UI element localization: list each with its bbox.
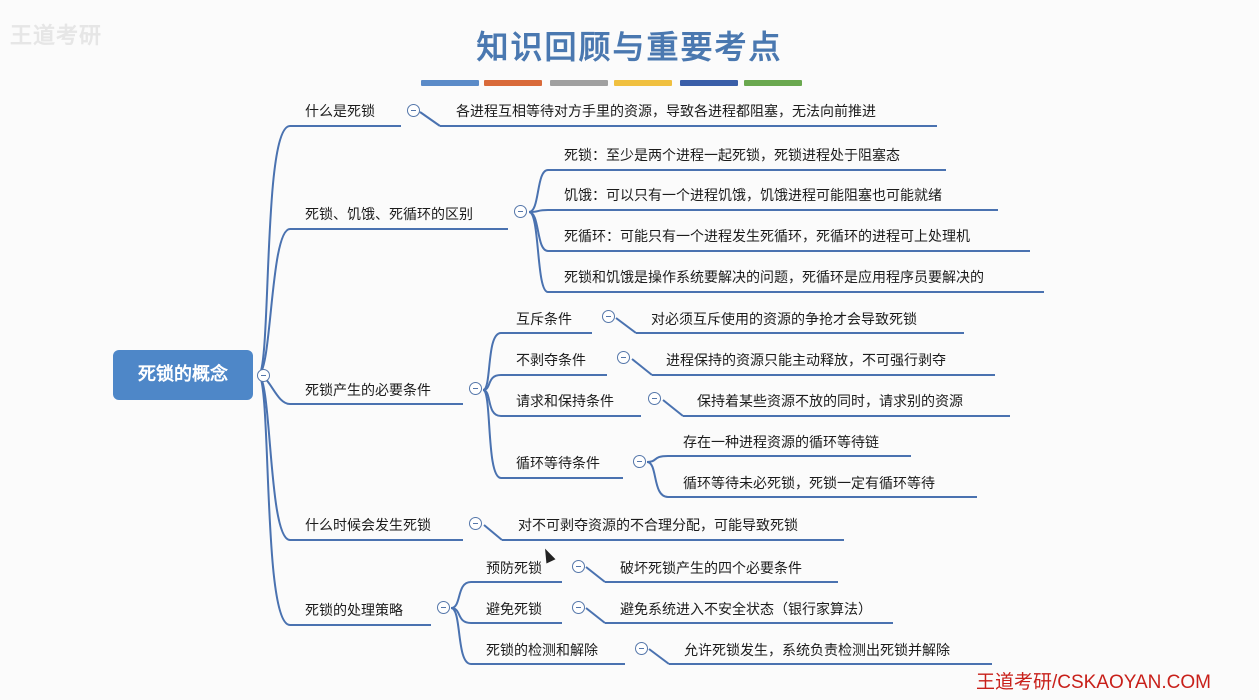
node-when-deadlock-desc[interactable]: 对不可剥夺资源的不合理分配，可能导致死锁 [518,518,798,534]
color-bar [550,80,608,86]
node-detection-recovery[interactable]: 死锁的检测和解除 [486,643,598,659]
node-avoidance-desc[interactable]: 避免系统进入不安全状态（银行家算法） [620,602,872,618]
collapse-icon[interactable] [648,392,661,405]
node-avoidance[interactable]: 避免死锁 [486,602,542,618]
node-circular-wait-desc-1[interactable]: 存在一种进程资源的循环等待链 [683,435,879,451]
color-bar [484,80,542,86]
node-when-deadlock[interactable]: 什么时候会发生死锁 [305,518,431,534]
color-bar [421,80,479,86]
node-detection-recovery-desc[interactable]: 允许死锁发生，系统负责检测出死锁并解除 [684,643,950,659]
collapse-icon[interactable] [633,455,646,468]
node-hold-and-wait[interactable]: 请求和保持条件 [516,394,614,410]
node-no-preemption-desc[interactable]: 进程保持的资源只能主动释放，不可强行剥夺 [666,353,946,369]
collapse-icon[interactable] [572,560,585,573]
footer-brand: 王道考研/CSKAOYAN.COM [975,672,1211,693]
node-difference-infinite-loop[interactable]: 死循环：可能只有一个进程发生死循环，死循环的进程可上处理机 [564,229,970,245]
node-prevention-desc[interactable]: 破坏死锁产生的四个必要条件 [620,561,802,577]
node-handling-strategy[interactable]: 死锁的处理策略 [305,603,403,619]
node-necessary-conditions[interactable]: 死锁产生的必要条件 [305,383,431,399]
color-bar [680,80,738,86]
node-circular-wait[interactable]: 循环等待条件 [516,456,600,472]
node-mutual-exclusion-desc[interactable]: 对必须互斥使用的资源的争抢才会导致死锁 [651,312,917,328]
node-circular-wait-desc-2[interactable]: 循环等待未必死锁，死锁一定有循环等待 [683,476,935,492]
node-hold-and-wait-desc[interactable]: 保持着某些资源不放的同时，请求别的资源 [697,394,963,410]
collapse-icon[interactable] [407,104,420,117]
slide-title: 知识回顾与重要考点 [476,28,783,66]
node-mutual-exclusion[interactable]: 互斥条件 [516,312,572,328]
node-no-preemption[interactable]: 不剥夺条件 [516,353,586,369]
collapse-icon[interactable] [572,601,585,614]
node-what-is-deadlock[interactable]: 什么是死锁 [305,104,375,120]
watermark: 王道考研 [10,24,103,49]
collapse-icon[interactable] [469,517,482,530]
node-difference-deadlock[interactable]: 死锁：至少是两个进程一起死锁，死锁进程处于阻塞态 [564,148,900,164]
root-node[interactable]: 死锁的概念 [113,350,253,400]
collapse-icon[interactable] [257,369,270,382]
collapse-icon[interactable] [617,351,630,364]
collapse-icon[interactable] [514,205,527,218]
node-difference-responsibility[interactable]: 死锁和饥饿是操作系统要解决的问题，死循环是应用程序员要解决的 [564,270,984,286]
collapse-icon[interactable] [635,642,648,655]
node-difference-starvation[interactable]: 饥饿：可以只有一个进程饥饿，饥饿进程可能阻塞也可能就绪 [564,188,942,204]
color-bar [614,80,672,86]
collapse-icon[interactable] [602,310,615,323]
node-prevention[interactable]: 预防死锁 [486,561,542,577]
collapse-icon[interactable] [437,601,450,614]
collapse-icon[interactable] [469,382,482,395]
node-what-is-deadlock-desc[interactable]: 各进程互相等待对方手里的资源，导致各进程都阻塞，无法向前推进 [456,104,876,120]
node-difference[interactable]: 死锁、饥饿、死循环的区别 [305,207,473,223]
color-bar [744,80,802,86]
